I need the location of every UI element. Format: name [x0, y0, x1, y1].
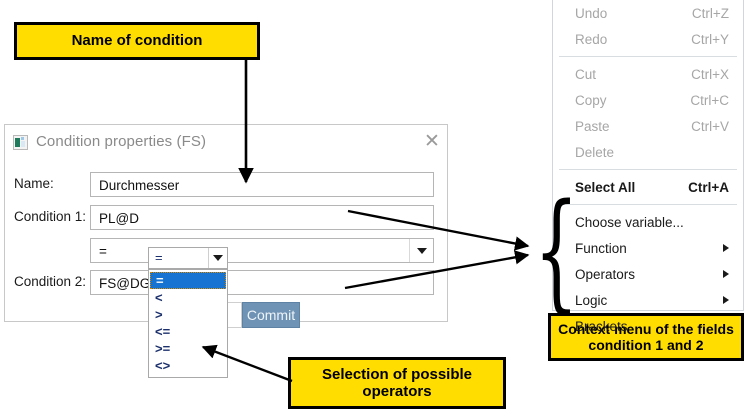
- submenu-arrow-icon: [723, 296, 729, 304]
- menu-separator: [559, 56, 737, 57]
- operator-option-2[interactable]: >: [155, 307, 163, 322]
- menu-separator: [559, 169, 737, 170]
- context-menu[interactable]: Undo Ctrl+Z Redo Ctrl+Y Cut Ctrl+X Copy Ctrl+C P…: [552, 0, 744, 334]
- menu-item-shortcut: Ctrl+Z: [691, 5, 729, 21]
- menu-separator: [559, 204, 737, 205]
- callout-context-text: Context menu of the fields condition 1 a…: [558, 320, 734, 353]
- menu-item-shortcut: Ctrl+V: [691, 118, 729, 134]
- brace-decoration: {: [534, 188, 579, 316]
- name-input[interactable]: Durchmesser: [90, 172, 434, 197]
- menu-item-function[interactable]: Function: [553, 235, 743, 261]
- submenu-arrow-icon: [723, 270, 729, 278]
- operator-combobox[interactable]: =: [90, 238, 434, 263]
- menu-item-label: Logic: [575, 292, 608, 308]
- menu-item-logic[interactable]: Logic: [553, 287, 743, 313]
- close-icon[interactable]: ✕: [424, 130, 440, 152]
- menu-item-operators[interactable]: Operators: [553, 261, 743, 287]
- menu-item-copy: Copy Ctrl+C: [553, 87, 743, 113]
- menu-item-label: Operators: [575, 266, 636, 282]
- menu-item-cut: Cut Ctrl+X: [553, 61, 743, 87]
- menu-item-delete: Delete: [553, 139, 743, 165]
- menu-item-label: Copy: [575, 92, 607, 108]
- menu-item-label: Select All: [575, 179, 636, 195]
- menu-item-label: Redo: [575, 31, 608, 47]
- menu-item-shortcut: Ctrl+X: [691, 66, 729, 82]
- condition-1-label: Condition 1:: [14, 209, 87, 224]
- dropdown-chevron-down-icon[interactable]: [208, 248, 227, 268]
- commit-button[interactable]: Commit: [242, 302, 300, 328]
- menu-item-label: Choose variable...: [575, 214, 684, 230]
- name-label: Name:: [14, 176, 54, 191]
- menu-item-select-all[interactable]: Select All Ctrl+A: [553, 174, 743, 200]
- menu-item-shortcut: Ctrl+Y: [691, 31, 729, 47]
- operator-option-5[interactable]: <>: [155, 358, 171, 373]
- menu-item-undo: Undo Ctrl+Z: [553, 0, 743, 26]
- chevron-down-icon[interactable]: [409, 239, 433, 262]
- menu-item-shortcut: Ctrl+C: [690, 92, 729, 108]
- operator-dropdown-list[interactable]: =<><=>=<>: [148, 269, 228, 378]
- menu-item-label: Function: [575, 240, 627, 256]
- condition-2-input[interactable]: FS@DG: [90, 270, 434, 295]
- window-app-icon: [13, 135, 28, 150]
- menu-item-label: Brackets: [575, 318, 628, 334]
- condition-2-label: Condition 2:: [14, 274, 87, 289]
- dialog-title: Condition properties (FS): [36, 133, 207, 150]
- menu-item-label: Delete: [575, 144, 615, 160]
- menu-item-label: Undo: [575, 5, 608, 21]
- operator-option-1[interactable]: <: [155, 290, 163, 305]
- condition-1-input[interactable]: PL@D: [90, 205, 434, 230]
- operator-option-0[interactable]: =: [150, 272, 226, 289]
- menu-item-redo: Redo Ctrl+Y: [553, 26, 743, 52]
- callout-name-of-condition: Name of condition: [14, 22, 260, 60]
- operator-option-3[interactable]: <=: [155, 324, 171, 339]
- menu-item-label: Cut: [575, 66, 597, 82]
- submenu-arrow-icon: [723, 244, 729, 252]
- callout-context-menu-note: Context menu of the fields condition 1 a…: [548, 313, 744, 361]
- menu-item-shortcut: Ctrl+A: [688, 179, 729, 195]
- menu-item-paste: Paste Ctrl+V: [553, 113, 743, 139]
- callout-selection-of-operators: Selection of possible operators: [288, 357, 506, 409]
- menu-item-brackets[interactable]: Brackets: [553, 313, 743, 339]
- menu-item-choose-variable[interactable]: Choose variable...: [553, 209, 743, 235]
- callout-operators-text: Selection of possible operators: [321, 365, 473, 400]
- menu-item-label: Paste: [575, 118, 610, 134]
- operator-option-4[interactable]: >=: [155, 341, 171, 356]
